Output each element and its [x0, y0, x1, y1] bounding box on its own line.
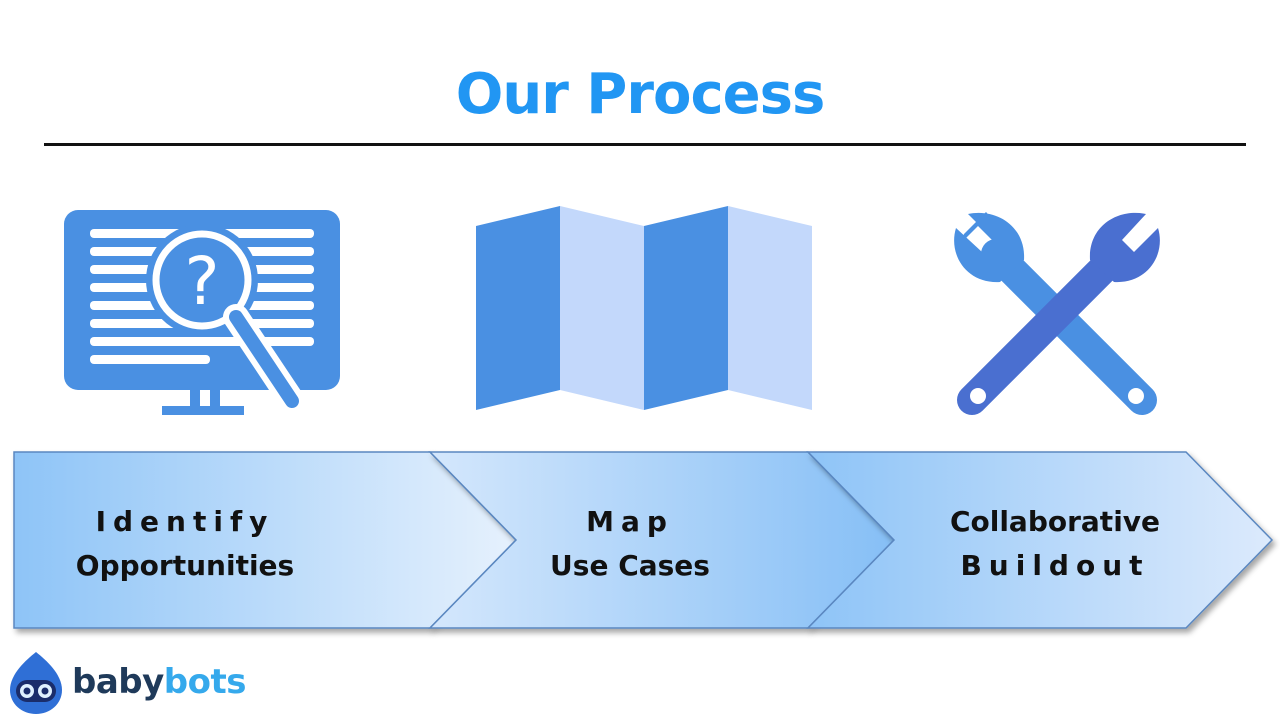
- step-1-line-1: Identify: [95, 505, 275, 538]
- chevron-3: [806, 451, 1274, 629]
- brand-part-1: baby: [72, 662, 164, 702]
- brand-part-2: bots: [163, 662, 247, 702]
- babybots-logo-icon: [10, 652, 62, 714]
- step-3-line-2: Buildout: [960, 549, 1150, 582]
- step-3-line-1: Collaborative: [949, 505, 1161, 538]
- step-1-line-2: Opportunities: [75, 549, 295, 582]
- page-title: Our Process: [455, 62, 826, 127]
- process-arrows: [13, 451, 1274, 629]
- brand-name: babybots: [72, 662, 246, 702]
- step-identify-opportunities: Identify Opportunities: [40, 500, 330, 588]
- step-collaborative-buildout: Collaborative Buildout: [910, 500, 1200, 588]
- step-2-line-2: Use Cases: [550, 549, 710, 582]
- step-2-line-1: Map: [586, 505, 674, 538]
- svg-text:?: ?: [184, 243, 219, 320]
- monitor-search-icon: ?: [64, 210, 340, 415]
- step-map-use-cases: Map Use Cases: [500, 500, 760, 588]
- folded-map-icon: [476, 206, 812, 410]
- title-divider: [44, 143, 1246, 146]
- crossed-wrenches-icon: [954, 212, 1160, 415]
